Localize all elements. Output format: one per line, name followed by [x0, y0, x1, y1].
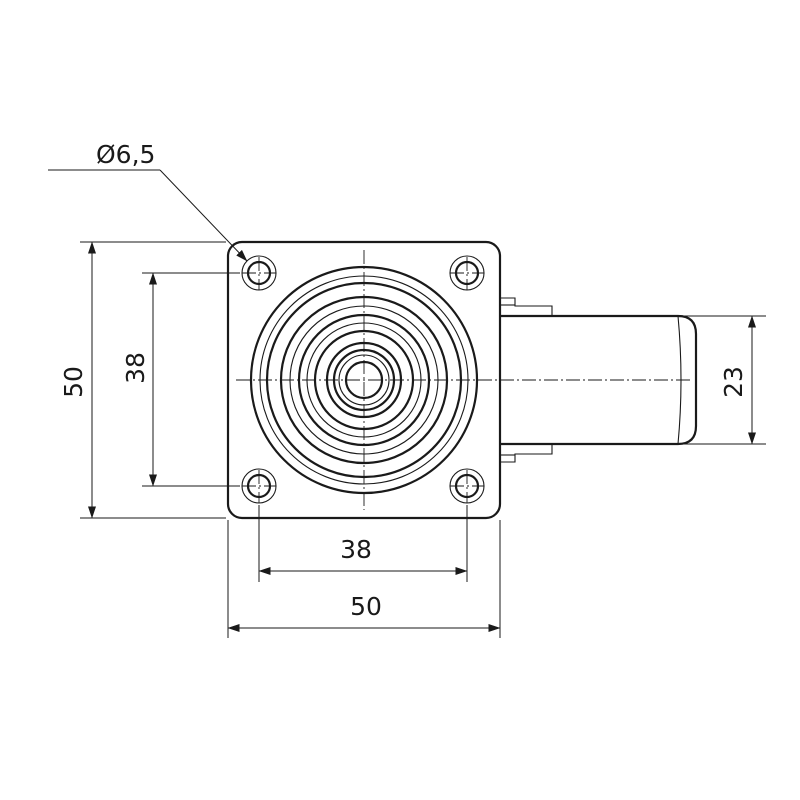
hole-spacing-vertical-dimension: 38	[121, 272, 157, 487]
plate-height-dimension: 50	[59, 241, 96, 519]
wheel-width-label: 23	[719, 366, 748, 398]
plate-height-label: 50	[59, 366, 88, 398]
hole-diameter-dimension: Ø6,5	[48, 140, 248, 262]
hole-diameter-label: Ø6,5	[96, 140, 155, 169]
center-lines	[236, 250, 690, 510]
wheel-width-dimension: 23	[719, 315, 756, 445]
hole-spacing-vertical-label: 38	[121, 352, 150, 384]
extension-lines	[80, 241, 766, 638]
hole-spacing-horizontal-dimension: 38	[258, 535, 468, 575]
plate-width-label: 50	[350, 592, 382, 621]
plate-width-dimension: 50	[227, 592, 501, 632]
wheel-fork	[500, 297, 553, 463]
hole-spacing-horizontal-label: 38	[340, 535, 372, 564]
